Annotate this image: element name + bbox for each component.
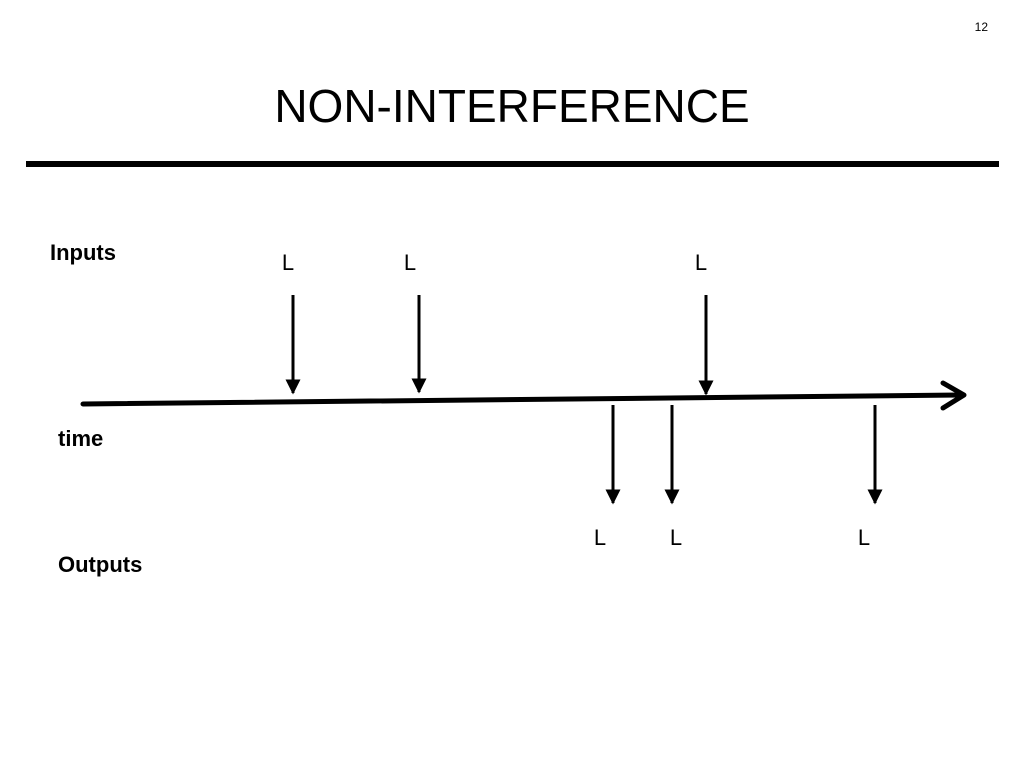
time-axis-arrowhead xyxy=(940,380,967,411)
output-event-label: L xyxy=(670,525,682,550)
output-event-label: L xyxy=(858,525,870,550)
outputs-label: Outputs xyxy=(58,552,143,577)
time-axis xyxy=(80,380,967,411)
slide-title: NON-INTERFERENCE xyxy=(274,80,750,132)
output-event: L xyxy=(664,405,682,550)
input-event-label: L xyxy=(695,250,707,275)
output-event-label: L xyxy=(594,525,606,550)
output-event: L xyxy=(594,405,621,550)
slide-number: 12 xyxy=(974,20,988,34)
input-events: L L L xyxy=(282,250,714,396)
inputs-label: Inputs xyxy=(50,240,116,265)
input-event: L xyxy=(404,250,427,394)
input-event: L xyxy=(695,250,714,396)
input-event-label: L xyxy=(282,250,294,275)
time-axis-line xyxy=(80,392,963,407)
title-divider xyxy=(26,161,999,167)
time-label: time xyxy=(58,426,104,451)
output-event: L xyxy=(858,405,883,550)
input-event-label: L xyxy=(404,250,416,275)
output-events: L L L xyxy=(594,405,883,550)
input-event: L xyxy=(282,250,301,395)
